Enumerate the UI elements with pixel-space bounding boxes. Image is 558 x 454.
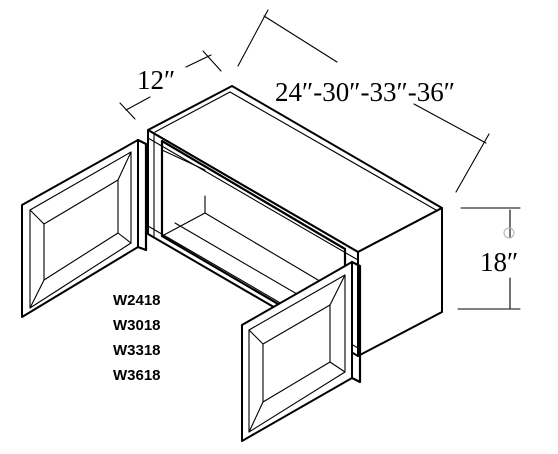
width-label: 24″-30″-33″-36″ bbox=[275, 77, 455, 107]
pin-marker bbox=[503, 227, 515, 239]
right-door bbox=[241, 260, 362, 442]
left-door bbox=[21, 138, 148, 318]
width-dimension: 24″-30″-33″-36″ bbox=[237, 9, 490, 193]
model-code: W2418 bbox=[113, 292, 161, 309]
model-code: W3618 bbox=[113, 367, 161, 384]
height-dimension: 18″ bbox=[457, 207, 521, 310]
model-code: W3018 bbox=[113, 317, 161, 334]
depth-label: 12″ bbox=[137, 65, 175, 95]
depth-dimension: 12″ bbox=[119, 50, 222, 120]
model-list: W2418 W3018 W3318 W3618 bbox=[113, 292, 161, 384]
model-code: W3318 bbox=[113, 342, 161, 359]
height-label: 18″ bbox=[480, 247, 518, 277]
